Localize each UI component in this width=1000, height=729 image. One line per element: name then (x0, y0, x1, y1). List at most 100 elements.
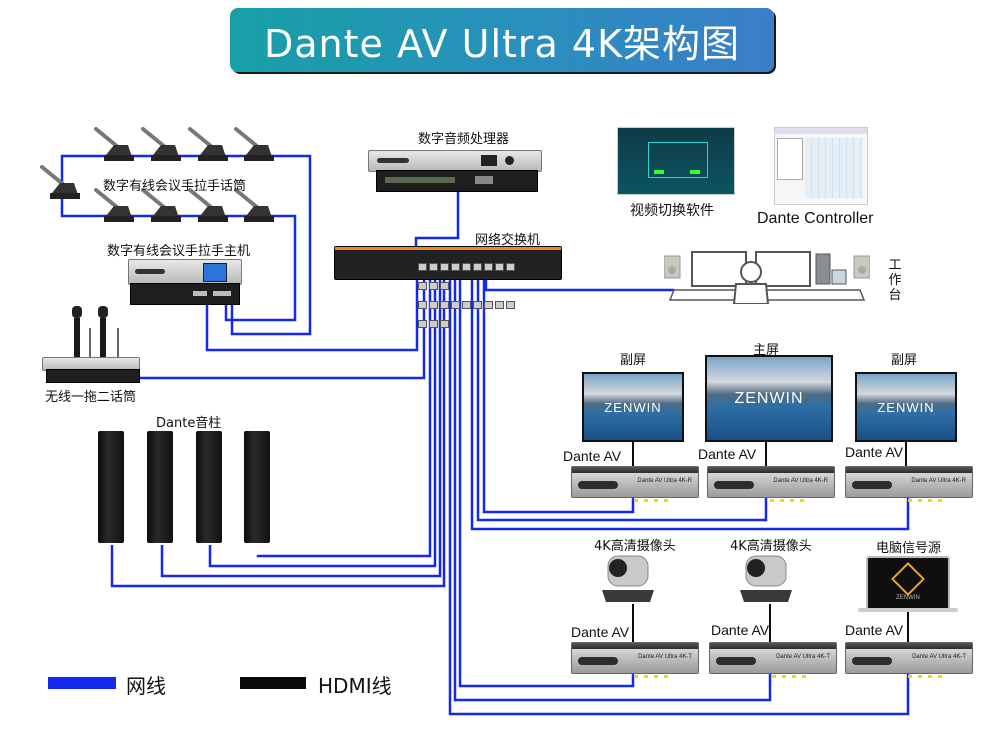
encoder-1-cable (458, 276, 635, 688)
unit-model-text: Dante AV Ultra 4K-T (776, 654, 830, 660)
front-slot-icon (714, 481, 754, 489)
encoder-2-cable (453, 276, 772, 702)
status-leds (634, 487, 674, 506)
conference-mic-icon (94, 127, 134, 161)
unit-model-text: Dante AV Ultra 4K-T (638, 654, 692, 660)
diagram-title: Dante AV Ultra 4K架构图 (264, 21, 740, 66)
laptop-icon: ZENWIN (866, 556, 950, 612)
conference-mics-label: 数字有线会议手拉手话筒 (103, 179, 247, 194)
workstation-label-char: 工 (888, 258, 902, 273)
encoder-1-unit: Dante AV Ultra 4K-T (571, 642, 699, 678)
decoder-2-cable (476, 276, 768, 522)
source-3-label: 电脑信号源 (876, 541, 942, 556)
encoder-1-label: Dante AV (571, 624, 630, 640)
wireless-receiver-back (46, 369, 140, 383)
front-slot-icon (716, 657, 756, 665)
wireless-mic-label: 无线一拖二话筒 (45, 390, 137, 405)
conference-mic-icon (141, 127, 181, 161)
switch-ports (417, 256, 519, 328)
knob-icon (505, 156, 514, 165)
wireless-to-switch (140, 276, 426, 380)
routing-grid (805, 138, 863, 198)
unit-top (710, 643, 836, 649)
network-switch-label: 网络交换机 (475, 233, 541, 248)
front-slot-icon (852, 481, 892, 489)
unit-model-text: Dante AV Ultra 4K-R (637, 478, 692, 484)
conference-host-front (128, 259, 242, 285)
ptz-camera-icon (740, 555, 792, 602)
status-indicator (654, 170, 664, 174)
front-slot-icon (135, 269, 165, 274)
display-icon (481, 155, 497, 166)
zenwin-logo: ZENWIN (734, 389, 804, 407)
column-speaker-icon (98, 431, 124, 543)
title-banner: Dante AV Ultra 4K架构图 (230, 8, 774, 72)
display-3-label: 副屏 (891, 353, 918, 368)
status-leds (908, 487, 948, 506)
ethernet-ports-icon (213, 291, 231, 296)
conference-host-label: 数字有线会议手拉手主机 (107, 244, 251, 259)
speaker-1-cable (110, 276, 446, 588)
conference-mic-icon (188, 188, 228, 222)
encoder-3-unit: Dante AV Ultra 4K-T (845, 642, 973, 678)
display-1-label: 副屏 (620, 353, 647, 368)
zenwin-logo: ZENWIN (896, 595, 920, 601)
ethernet-ports-icon (193, 291, 207, 296)
workstation-cable (484, 276, 674, 292)
network-cable-swatch (48, 677, 116, 689)
unit-model-text: Dante AV Ultra 4K-R (911, 478, 966, 484)
conference-mic-icon (234, 188, 274, 222)
decoder-2-unit: Dante AV Ultra 4K-R (707, 466, 835, 502)
hdmi-cable-legend-label: HDMI线 (318, 674, 392, 698)
zenwin-mark-icon (891, 562, 925, 596)
conference-mic-icon (141, 188, 181, 222)
hdmi-cable-swatch (240, 677, 306, 689)
status-indicator (690, 170, 700, 174)
unit-top (708, 467, 834, 473)
front-slot-icon (852, 657, 892, 665)
speakers-label: Dante音柱 (156, 416, 222, 431)
unit-top (572, 643, 698, 649)
mic-chain-top (60, 154, 312, 336)
dante-controller-screenshot (774, 127, 868, 205)
conference-host-back (130, 283, 240, 305)
laptop-base (858, 608, 958, 612)
audio-processor-front (368, 150, 542, 172)
decoder-3-unit: Dante AV Ultra 4K-R (845, 466, 973, 502)
workstation-label: 工 作 台 (888, 258, 902, 303)
status-leds (908, 663, 948, 682)
unit-top (846, 643, 972, 649)
audio-processor-back (376, 170, 538, 192)
workstation-label-char: 台 (888, 288, 902, 303)
ethernet-port-icon (475, 176, 493, 184)
unit-top (846, 467, 972, 473)
display-2-screen: ZENWIN (705, 355, 833, 442)
encoder-3-cable (448, 276, 910, 716)
encoder-2-label: Dante AV (711, 622, 770, 638)
decoder-1-unit: Dante AV Ultra 4K-R (571, 466, 699, 502)
decoder-3-cable (470, 276, 910, 531)
window-titlebar (775, 128, 867, 134)
zenwin-logo: ZENWIN (877, 399, 935, 415)
video-switch-software-screenshot (617, 127, 735, 195)
conference-mic-icon (188, 127, 228, 161)
display-2-label: 主屏 (753, 343, 780, 358)
front-slot-icon (578, 657, 618, 665)
column-speaker-icon (244, 431, 270, 543)
status-leds (772, 663, 812, 682)
video-switch-software-label: 视频切换软件 (630, 203, 714, 219)
decoder-1-label: Dante AV (563, 448, 622, 464)
conference-mic-icon (94, 188, 134, 222)
speaker-4-cable (256, 276, 432, 558)
conference-mic-icon (40, 165, 80, 199)
software-panel (648, 142, 708, 178)
workstation-icon (664, 251, 870, 304)
source-2-label: 4K高清摄像头 (730, 539, 812, 554)
dante-controller-label: Dante Controller (757, 210, 874, 227)
decoder-3-label: Dante AV (845, 444, 904, 460)
unit-top (572, 467, 698, 473)
status-leds (770, 487, 810, 506)
column-speaker-icon (196, 431, 222, 543)
network-switch (334, 246, 562, 328)
touchscreen-icon (203, 263, 227, 282)
